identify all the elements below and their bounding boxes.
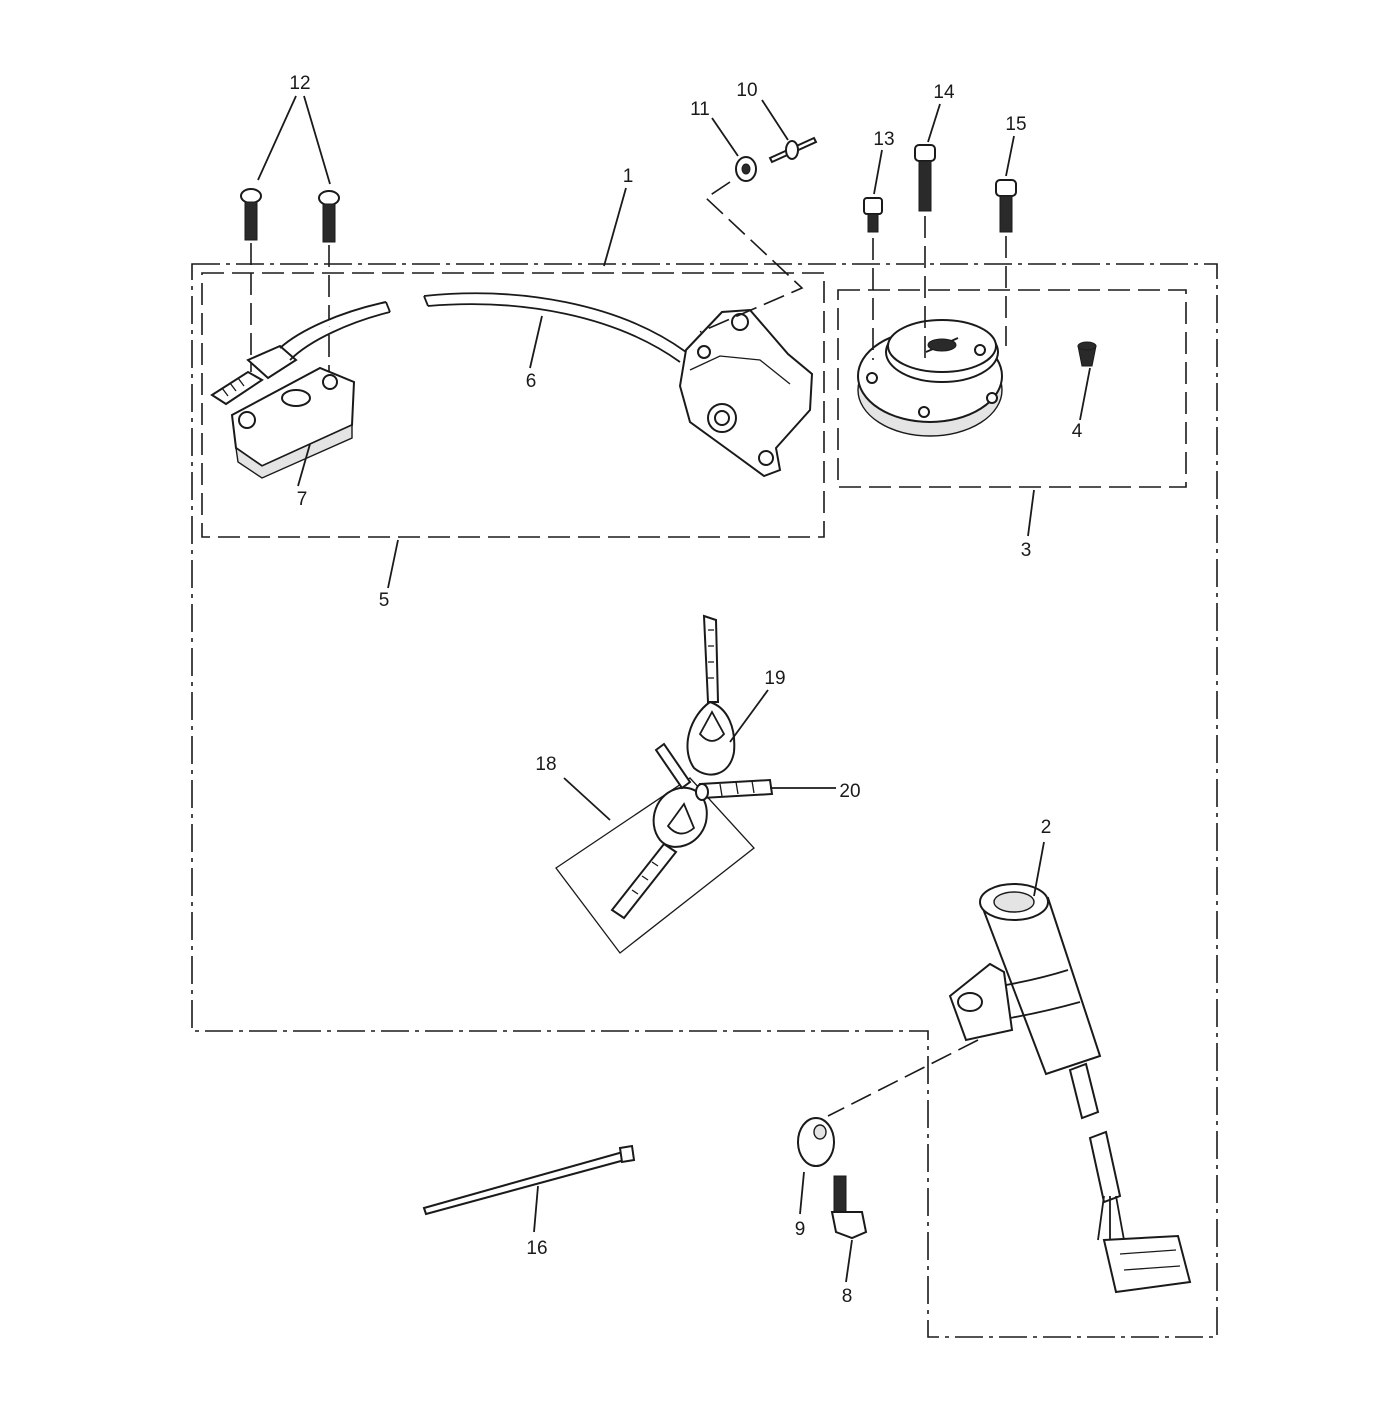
pin-part-10 [768,136,818,164]
callout-13: 13 [873,129,894,150]
callout-labels: 12 1 10 11 13 14 15 6 7 4 3 5 19 18 20 2… [289,73,1082,1307]
callout-11: 11 [690,99,710,120]
callout-20: 20 [839,781,860,802]
ignition-barrel-part-2 [827,883,1192,1294]
callout-5: 5 [379,590,390,611]
callout-10: 10 [736,80,757,101]
rod-part-16 [422,1144,636,1216]
callout-18: 18 [535,754,556,775]
callout-14: 14 [933,82,955,103]
grommet-part-11 [735,156,757,182]
group-5-boundary [201,272,825,538]
callout-12: 12 [289,73,310,94]
washer-part-9 [797,1117,835,1167]
callout-8: 8 [842,1286,853,1307]
callout-15: 15 [1005,114,1026,135]
callout-4: 4 [1072,421,1083,442]
callout-2: 2 [1041,817,1052,838]
callout-9: 9 [795,1219,806,1240]
cable-6 [279,292,687,363]
screw-13 [863,197,883,360]
screw-12-left [240,188,262,372]
group-1-boundary [191,263,1218,1338]
callout-6: 6 [526,371,537,392]
key-18 [610,786,708,920]
callout-1: 1 [623,166,634,187]
key-19 [686,614,736,776]
part-10-11-leader [699,181,804,333]
callout-16: 16 [526,1238,547,1259]
switch-part-7 [210,344,356,479]
callout-19: 19 [764,668,785,689]
filler-cap-part-3 [857,319,1003,437]
group-3-boundary [837,289,1187,488]
screw-15 [995,179,1017,346]
key-tag-20 [654,742,774,801]
plug-part-4 [1077,341,1097,367]
bolt-part-8 [830,1175,868,1240]
callout-7: 7 [297,489,308,510]
callout-3: 3 [1021,540,1032,561]
sensor-part-6 [678,308,814,478]
screw-14 [914,144,936,360]
leader-lines [257,95,1091,1283]
group-18-boundary [555,777,755,954]
screw-12-right [318,190,340,378]
